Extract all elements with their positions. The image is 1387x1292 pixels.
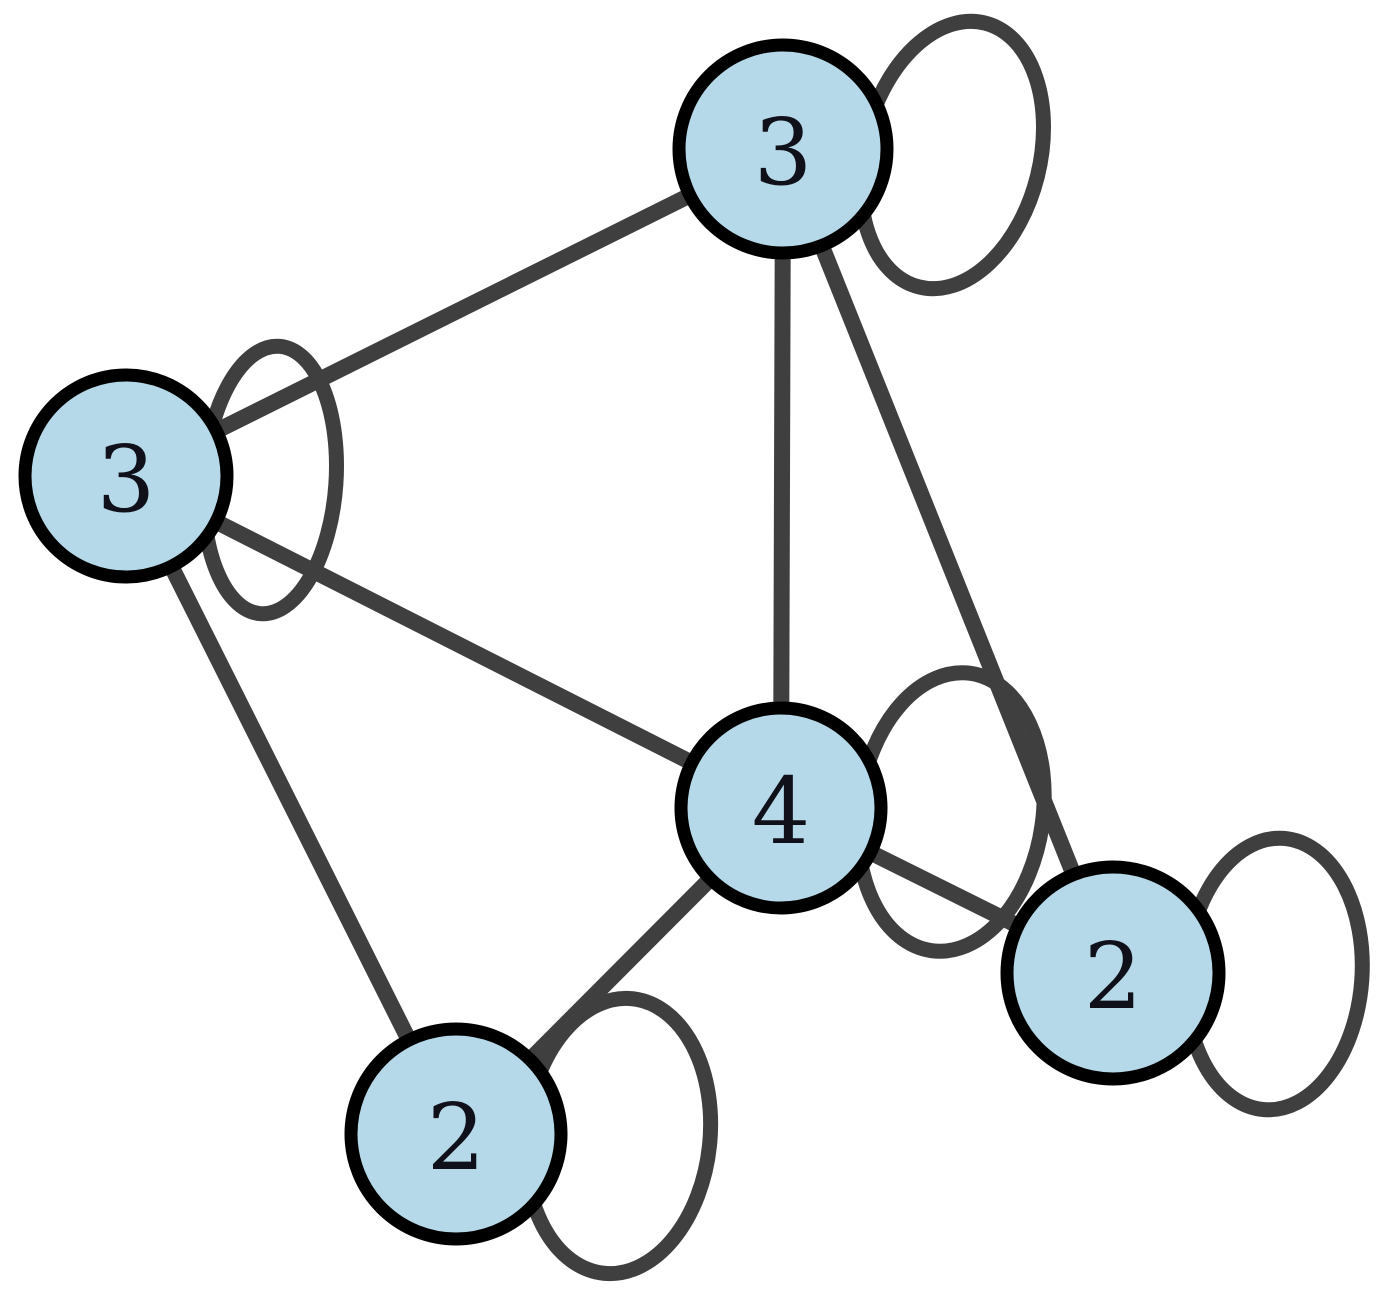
node-label-top: 3 [754, 99, 813, 206]
node-center [674, 701, 888, 915]
node-label-center: 4 [752, 758, 811, 865]
node-label-bottom: 2 [427, 1084, 486, 1191]
node-right [1000, 860, 1226, 1086]
edge-top-right [775, 141, 1121, 981]
node-label-left: 3 [97, 426, 156, 533]
edge-top-left [118, 141, 791, 484]
node-bottom [344, 1022, 568, 1246]
node-label-right: 2 [1084, 923, 1143, 1030]
edge-left-bottom [118, 468, 464, 1142]
node-left [18, 368, 234, 584]
edge-left-center [118, 468, 789, 816]
node-top [672, 38, 894, 260]
